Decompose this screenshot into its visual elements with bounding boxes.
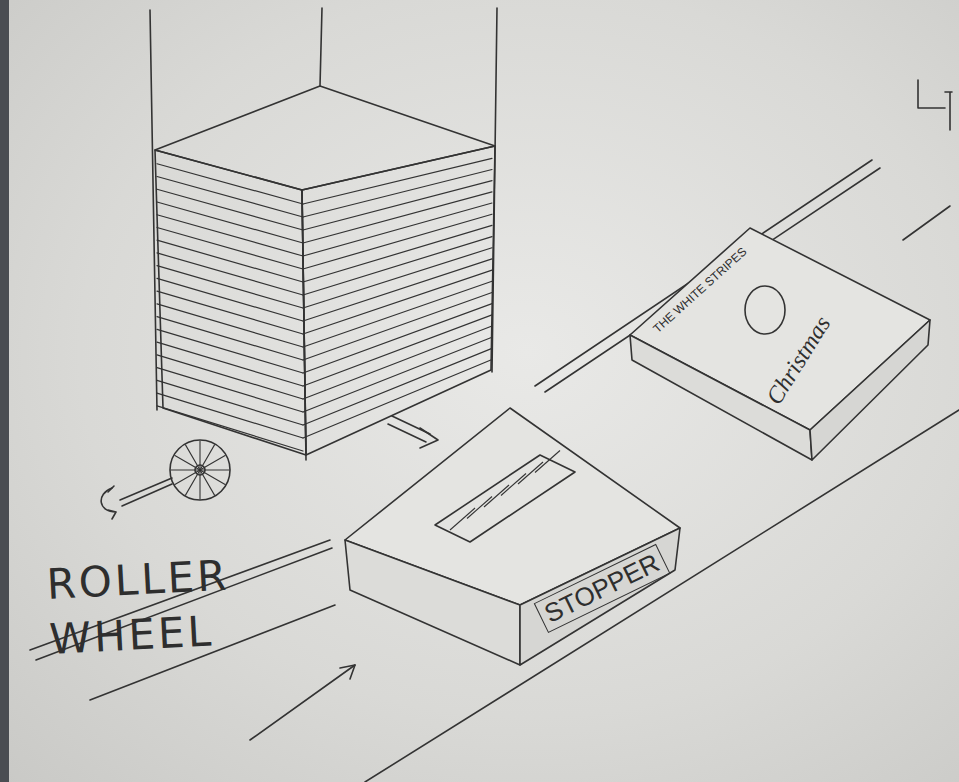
cd-case-box: THE WHITE STRIPESChristmas — [620, 220, 940, 480]
part-label: ROLLER WHEEL — [45, 546, 280, 667]
box-outline — [340, 400, 690, 670]
roller-wheel — [101, 440, 230, 519]
hopper — [150, 8, 497, 460]
cut-off-mark — [903, 80, 952, 240]
direction-arrow — [250, 665, 355, 740]
conveyor-belt — [30, 160, 959, 782]
feed-arrow — [388, 416, 438, 448]
stopper-box: STOPPER — [340, 400, 690, 670]
box-outline — [620, 220, 940, 480]
photo-edge — [0, 0, 9, 782]
